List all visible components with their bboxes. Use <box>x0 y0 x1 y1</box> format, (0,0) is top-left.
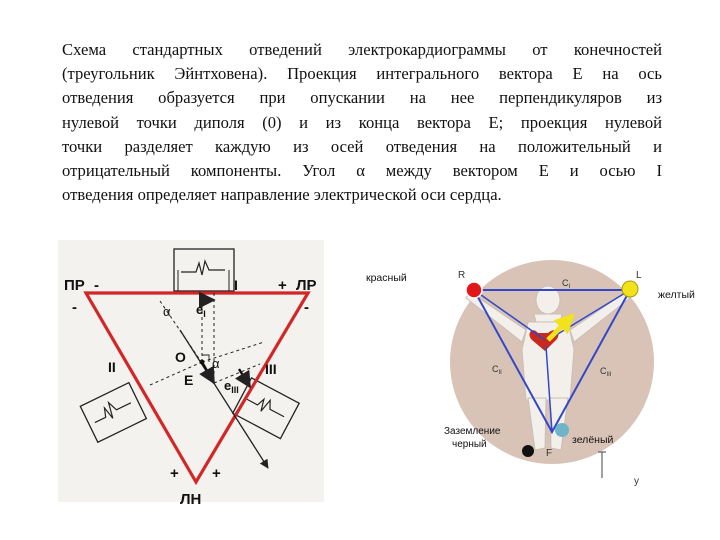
caption-line: отведения образуется при опускании на не… <box>62 88 662 108</box>
projection-line <box>201 341 265 363</box>
projection-e1-label: eI <box>196 302 206 319</box>
caption-line: точки разделяет каждую из осей отведения… <box>62 136 662 156</box>
caption-line: нулевой точки диполя (0) и из конца вект… <box>62 112 662 132</box>
caption-line: Схема стандартных отведений электрокарди… <box>62 40 662 59</box>
electrode-yellow <box>621 280 639 298</box>
electrode-red <box>465 281 483 299</box>
vertex-right-arm-label: ПР <box>64 277 85 294</box>
caption-line: отведения определяет направление электри… <box>62 185 502 205</box>
sign-minus-lead-3: - <box>304 299 309 316</box>
vertex-left-leg-label: ЛН <box>180 491 201 508</box>
lead-3-label: III <box>265 361 277 377</box>
caption-line: отрицательный компоненты. Угол α между в… <box>62 161 662 181</box>
zero-point-dot <box>199 359 205 365</box>
label-green: зелёный <box>572 434 613 446</box>
electrode-l-label: L <box>636 270 642 281</box>
vector-e-arrow <box>199 361 216 385</box>
electrode-green <box>555 423 569 437</box>
label-black: черный <box>452 439 487 450</box>
right-angle-mark <box>202 354 210 362</box>
lead-1-label: I <box>234 277 238 293</box>
electrode-placement-diagram: R L F CI CII CIII красный желтый Заземле… <box>366 260 695 487</box>
lead-2-waveform <box>94 400 132 424</box>
vector-e-label: E <box>184 372 193 388</box>
lead-c3-label: CIII <box>600 366 612 378</box>
heart-connector <box>545 345 553 433</box>
lead-3-waveform <box>246 397 285 418</box>
lead-c2-label: CII <box>492 364 502 376</box>
vertex-left-arm-label: ЛР <box>296 277 317 294</box>
electrical-axis-arrow <box>179 329 269 469</box>
y-axis-label: y <box>634 476 639 487</box>
sign-plus-lead-3: + <box>212 465 221 482</box>
lead-triangle <box>472 289 632 435</box>
sign-plus-lead-2: + <box>170 465 179 482</box>
heart-connector <box>473 289 546 341</box>
einthoven-triangle-diagram: ПР ЛР ЛН - + - - + + I II III α α O E eI… <box>58 240 324 508</box>
alpha-label: α <box>163 304 171 319</box>
lead-c1-label: CI <box>562 278 571 290</box>
electrode-r-label: R <box>458 270 465 281</box>
einthoven-triangle <box>83 291 311 486</box>
electrode-f-label: F <box>546 448 552 459</box>
electrode-black <box>522 445 534 457</box>
sign-minus-right-arm: - <box>94 277 99 294</box>
zero-point-label: O <box>175 349 186 365</box>
projection-e3-arrow <box>234 368 252 389</box>
label-red: красный <box>366 272 407 284</box>
sign-plus-lead-1: + <box>278 277 287 294</box>
sign-minus-lead-2: - <box>72 299 77 316</box>
projection-e3-label: eIII <box>224 378 239 395</box>
caption-line: (треугольник Эйнтховена). Проекция интег… <box>62 64 662 84</box>
alpha-label: α <box>212 356 220 371</box>
caption-paragraph: Схема стандартных отведений электрокарди… <box>62 38 662 207</box>
left-diagram-background <box>58 240 324 502</box>
electric-axis-arrow <box>546 313 575 342</box>
lead-2-box <box>79 381 148 444</box>
lead-1-waveform <box>181 259 225 276</box>
lead-1-box <box>173 248 235 292</box>
lead-2-label: II <box>108 359 116 375</box>
lead-3-box <box>231 377 301 440</box>
label-yellow: желтый <box>658 289 695 301</box>
label-ground: Заземление <box>444 426 501 437</box>
